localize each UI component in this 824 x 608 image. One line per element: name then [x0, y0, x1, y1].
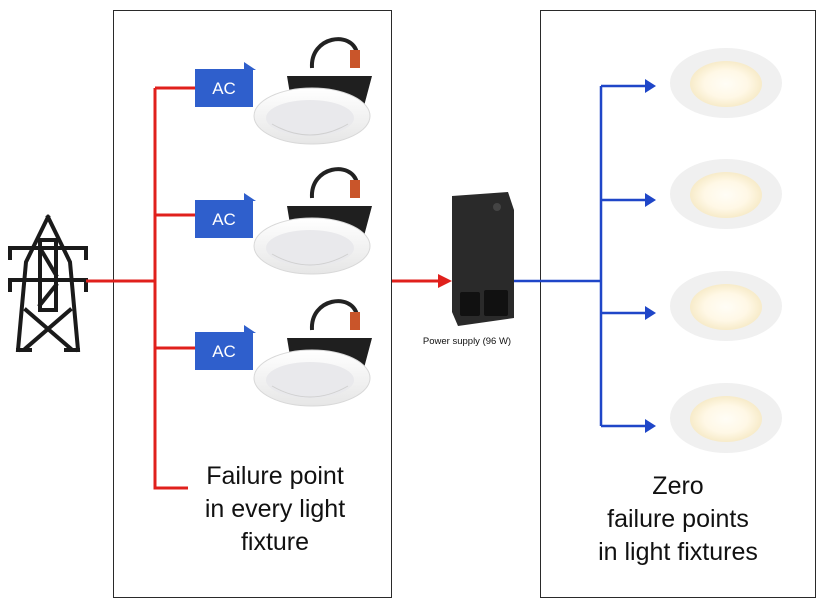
left-caption-line: Failure point: [206, 462, 344, 490]
ac-badge-label: AC: [212, 79, 236, 98]
downlight-with-driver-icon: [253, 299, 372, 407]
ac-wiring: [86, 86, 440, 490]
right-caption: Zero failure points in light fixtures: [548, 470, 808, 569]
arrow-to-fixture-icon: [645, 193, 656, 207]
ac-badge: AC: [195, 325, 256, 370]
led-fixture-icon: [670, 48, 782, 118]
dc-wiring: [514, 84, 645, 428]
right-caption-line: in light fixtures: [598, 538, 758, 566]
ac-badge-label: AC: [212, 342, 236, 361]
arrow-to-fixture-icon: [645, 419, 656, 433]
left-caption: Failure point in every light fixture: [160, 460, 390, 559]
led-fixture-icon: [670, 159, 782, 229]
power-supply-icon: [452, 192, 514, 326]
left-caption-line: fixture: [240, 528, 310, 556]
arrow-to-fixture-icon: [645, 306, 656, 320]
power-tower-icon: [8, 214, 88, 353]
led-fixture-icon: [670, 383, 782, 453]
arrow-to-fixture-icon: [645, 79, 656, 93]
power-supply-label: Power supply (96 W): [422, 336, 512, 347]
right-caption-line: failure points: [607, 505, 749, 533]
led-fixture-icon: [670, 271, 782, 341]
ac-badge: AC: [195, 62, 256, 107]
arrow-to-power-supply-icon: [438, 274, 452, 288]
ac-badge-label: AC: [212, 210, 236, 229]
left-caption-line: in every light: [204, 495, 346, 523]
downlight-with-driver-icon: [253, 37, 372, 145]
right-caption-line: Zero: [652, 472, 704, 500]
downlight-with-driver-icon: [253, 167, 372, 275]
ac-badge: AC: [195, 193, 256, 238]
